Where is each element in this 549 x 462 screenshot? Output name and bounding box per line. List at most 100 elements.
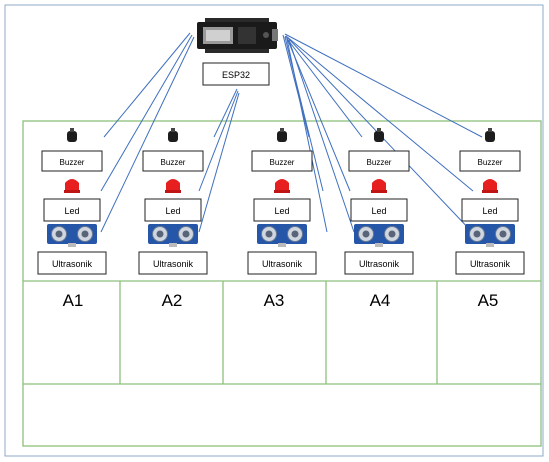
sensor-eye-left-core: [473, 230, 481, 238]
module-frame: [22, 120, 542, 447]
slot-name: A5: [478, 291, 499, 310]
sensor-pins: [169, 243, 177, 247]
ultrasonic-sensor-icon: [47, 224, 97, 247]
led-icon: [165, 179, 181, 193]
ultrasonic-sensor-icon: [148, 224, 198, 247]
buzzer-box: [41, 150, 103, 172]
buzzer-body: [485, 131, 495, 142]
buzzer-label: Buzzer: [367, 158, 392, 167]
wire: [103, 32, 191, 138]
wire: [100, 36, 195, 233]
buzzer-icon: [168, 128, 178, 142]
wire: [284, 33, 483, 138]
led-box: [144, 198, 202, 222]
buzzer-label: Buzzer: [478, 158, 503, 167]
buzzer-top: [171, 128, 175, 132]
led-bulb: [166, 179, 180, 190]
led-label: Led: [371, 206, 386, 216]
buzzer-top: [377, 128, 381, 132]
buzzer-box: [142, 150, 204, 172]
led-rim: [165, 190, 181, 193]
led-icon: [274, 179, 290, 193]
buzzer-body: [67, 131, 77, 142]
esp32-board-icon: [197, 18, 278, 53]
sensor-eye-right-core: [291, 230, 299, 238]
led-label: Led: [64, 206, 79, 216]
parking-area: [22, 120, 542, 447]
buzzer-icon: [485, 128, 495, 142]
esp32-label-box: [202, 62, 270, 86]
led-bulb: [483, 179, 497, 190]
slot-name: A2: [162, 291, 183, 310]
led-rim: [274, 190, 290, 193]
buzzer-body: [277, 131, 287, 142]
wire: [284, 35, 363, 138]
ultrasonic-box: [247, 251, 317, 275]
led-label: Led: [482, 206, 497, 216]
sensor-eye-left-core: [265, 230, 273, 238]
ultrasonic-label: Ultrasonik: [153, 259, 194, 269]
buzzer-label: Buzzer: [161, 158, 186, 167]
ultrasonic-label: Ultrasonik: [359, 259, 400, 269]
wire: [100, 34, 193, 192]
slot-name: A1: [63, 291, 84, 310]
buzzer-top: [280, 128, 284, 132]
buzzer-icon: [277, 128, 287, 142]
buzzer-label: Buzzer: [270, 158, 295, 167]
ultrasonic-box: [37, 251, 107, 275]
sensor-pins: [486, 243, 494, 247]
led-rim: [482, 190, 498, 193]
wire: [288, 39, 355, 233]
ultrasonic-box: [344, 251, 414, 275]
led-bulb: [275, 179, 289, 190]
buzzer-top: [488, 128, 492, 132]
led-icon: [371, 179, 387, 193]
slot-components: BuzzerLedUltrasonikA1BuzzerLedUltrasonik…: [37, 128, 525, 310]
wire: [284, 36, 324, 192]
led-box: [350, 198, 408, 222]
slot-name: A4: [370, 291, 391, 310]
esp32-label: ESP32: [222, 70, 250, 80]
ultrasonic-label: Ultrasonik: [262, 259, 303, 269]
sensor-eye-left-core: [156, 230, 164, 238]
sensor-eye-left-core: [362, 230, 370, 238]
led-label: Led: [274, 206, 289, 216]
buzzer-label: Buzzer: [60, 158, 85, 167]
buzzer-icon: [67, 128, 77, 142]
led-icon: [64, 179, 80, 193]
led-box: [43, 198, 101, 222]
slot-name: A3: [264, 291, 285, 310]
ultrasonic-box: [455, 251, 525, 275]
ultrasonic-box: [138, 251, 208, 275]
sensor-pins: [278, 243, 286, 247]
ultrasonic-sensor-icon: [465, 224, 515, 247]
buzzer-body: [168, 131, 178, 142]
wire: [286, 38, 328, 233]
wire: [198, 90, 239, 192]
wire: [286, 37, 351, 192]
ultrasonic-sensor-icon: [354, 224, 404, 247]
buzzer-icon: [374, 128, 384, 142]
sensor-eye-right-core: [81, 230, 89, 238]
wire: [198, 92, 240, 233]
buzzer-box: [348, 150, 410, 172]
buzzer-box: [459, 150, 521, 172]
buzzer-box: [251, 150, 313, 172]
sensor-pins: [68, 243, 76, 247]
ultrasonic-sensor-icon: [257, 224, 307, 247]
sensor-eye-right-core: [182, 230, 190, 238]
led-rim: [371, 190, 387, 193]
led-box: [253, 198, 311, 222]
sensor-eye-right-core: [499, 230, 507, 238]
led-rim: [64, 190, 80, 193]
buzzer-body: [374, 131, 384, 142]
led-label: Led: [165, 206, 180, 216]
outer-frame: [4, 4, 544, 457]
ultrasonic-label: Ultrasonik: [52, 259, 93, 269]
